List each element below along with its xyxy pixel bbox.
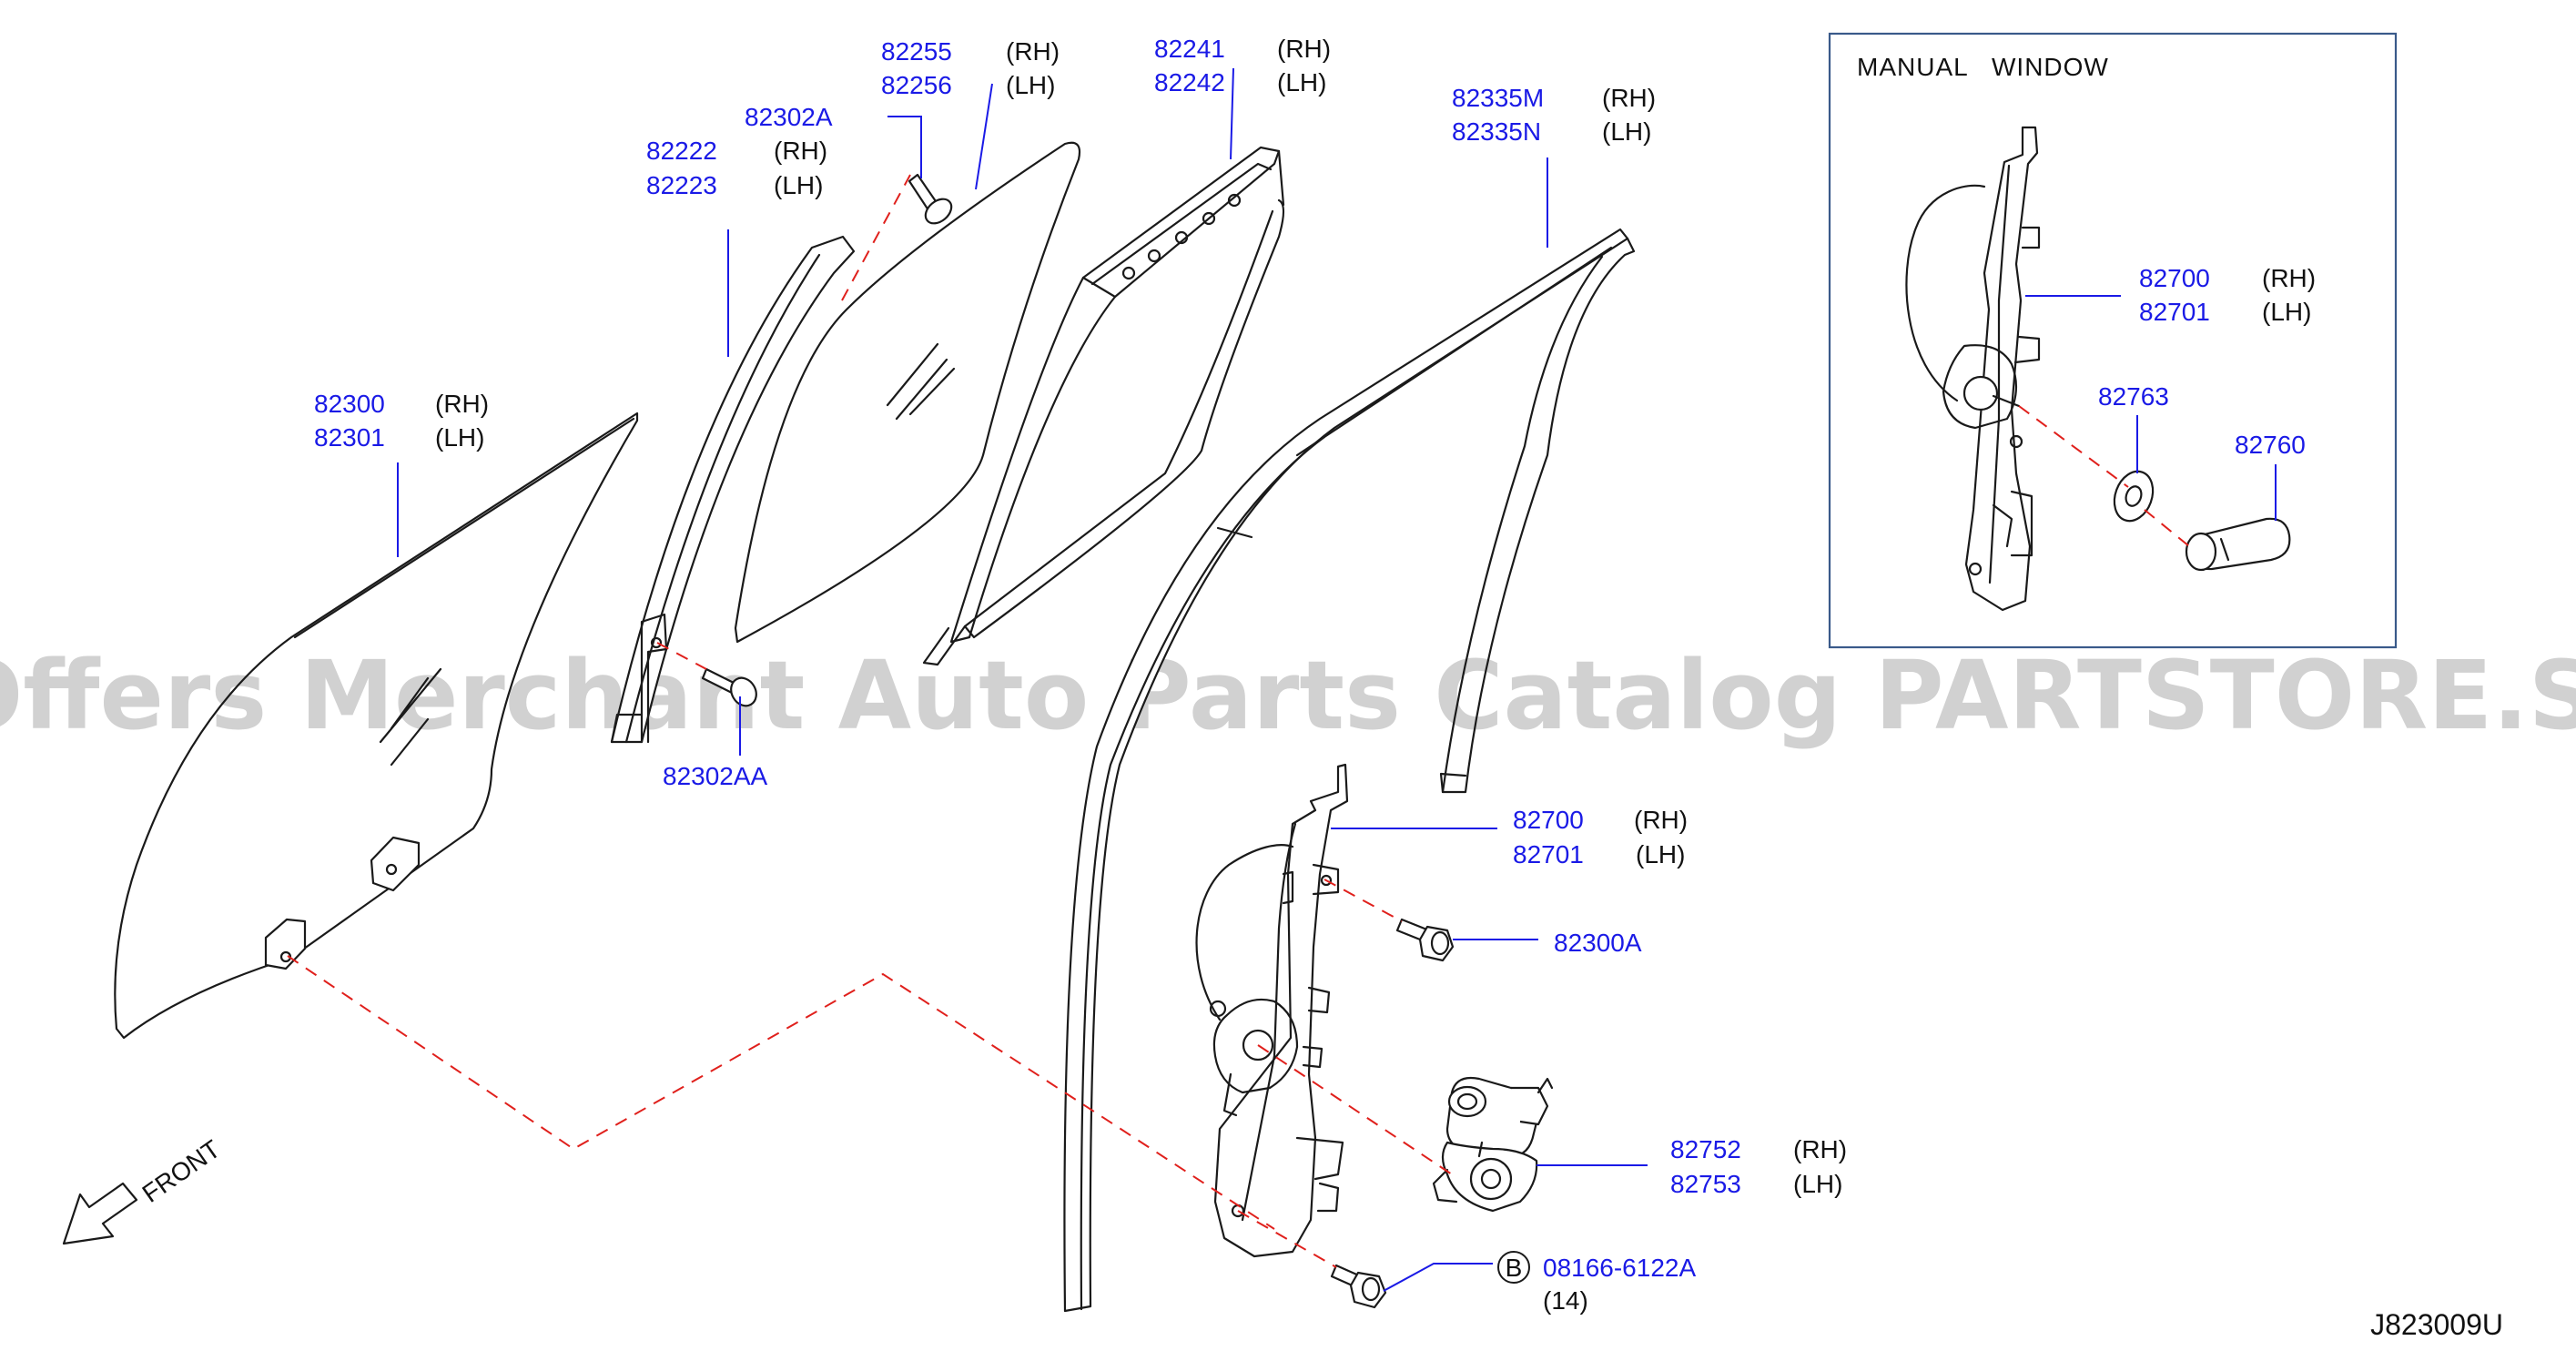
- side-lh-82223: (LH): [774, 171, 823, 199]
- part-82241[interactable]: 82241: [1154, 35, 1225, 63]
- side-rh-82335m: (RH): [1602, 84, 1656, 112]
- manual-window-inset: MANUAL WINDOW: [1828, 32, 2398, 649]
- side-rh-82300: (RH): [435, 390, 489, 418]
- part-82700[interactable]: 82700: [1513, 806, 1584, 834]
- quantity-14: (14): [1543, 1286, 1588, 1315]
- part-82255[interactable]: 82255: [881, 37, 952, 66]
- side-lh-82753: (LH): [1793, 1170, 1842, 1198]
- callout-b-symbol: B: [1506, 1254, 1523, 1282]
- inset-part-82700[interactable]: 82700: [2139, 264, 2210, 292]
- side-rh-82241: (RH): [1277, 35, 1331, 63]
- part-82701[interactable]: 82701: [1513, 840, 1584, 868]
- side-rh-82222: (RH): [774, 137, 827, 165]
- diagram-code: J823009U: [2370, 1308, 2503, 1341]
- regulator-drawing: [1195, 763, 1349, 1258]
- inset-part-82701[interactable]: 82701: [2139, 298, 2210, 326]
- inset-side-lh-82701: (LH): [2262, 298, 2311, 326]
- part-82256[interactable]: 82256: [881, 71, 952, 99]
- leader-lines: [397, 67, 1648, 1292]
- inset-side-rh-82700: (RH): [2262, 264, 2316, 292]
- side-rh-82752: (RH): [1793, 1135, 1847, 1163]
- part-82753[interactable]: 82753: [1670, 1170, 1741, 1198]
- dashed-connection-lines: [287, 174, 1453, 1268]
- side-lh-82335n: (LH): [1602, 117, 1651, 146]
- part-08166-6122a[interactable]: 08166-6122A: [1543, 1254, 1696, 1282]
- callout-b-circle: [1497, 1251, 1530, 1284]
- inset-washer-drawing: [2113, 470, 2155, 523]
- part-82335m[interactable]: 82335M: [1452, 84, 1544, 112]
- front-label: FRONT: [137, 1134, 226, 1208]
- inset-handle-drawing: [2185, 517, 2291, 572]
- part-82302a[interactable]: 82302A: [745, 103, 833, 131]
- inset-frame: [1828, 32, 2398, 649]
- side-lh-82701: (LH): [1636, 840, 1685, 868]
- motor-drawing: [1432, 1076, 1554, 1213]
- quarter-glass-drawing: [734, 141, 1081, 644]
- bolt-82302a-drawing: [908, 173, 953, 225]
- bolt-08166-drawing: [1330, 1264, 1387, 1309]
- bolt-82300a-drawing: [1395, 918, 1455, 962]
- bolt-82302aa-drawing: [701, 667, 757, 707]
- watermark-text: Offers Merchant Auto Parts Catalog PARTS…: [0, 640, 2576, 751]
- part-82222[interactable]: 82222: [646, 137, 717, 165]
- part-82223[interactable]: 82223: [646, 171, 717, 199]
- part-82335n[interactable]: 82335N: [1452, 117, 1541, 146]
- front-arrow-icon: [62, 1182, 138, 1245]
- part-82300[interactable]: 82300: [314, 390, 385, 418]
- front-sash-drawing: [610, 235, 856, 744]
- inset-part-82760[interactable]: 82760: [2235, 431, 2306, 459]
- rear-channel-drawing: [1063, 228, 1636, 1313]
- door-glass-drawing: [114, 411, 639, 1040]
- part-82301[interactable]: 82301: [314, 423, 385, 452]
- side-lh-82301: (LH): [435, 423, 484, 452]
- side-rh-82700: (RH): [1634, 806, 1688, 834]
- inset-title: MANUAL WINDOW: [1857, 53, 2109, 81]
- part-labels: 82255 (RH) 82256 (LH) 82241 (RH) 82242 (…: [314, 35, 2503, 1341]
- part-82752[interactable]: 82752: [1670, 1135, 1741, 1163]
- part-82302aa[interactable]: 82302AA: [663, 762, 768, 790]
- side-rh-82255: (RH): [1006, 37, 1060, 66]
- part-82300a[interactable]: 82300A: [1554, 929, 1642, 957]
- side-lh-82256: (LH): [1006, 71, 1055, 99]
- inset-part-82763[interactable]: 82763: [2098, 382, 2169, 411]
- quarter-sash-drawing: [922, 146, 1285, 666]
- side-lh-82242: (LH): [1277, 68, 1326, 96]
- inset-regulator-drawing: [1905, 126, 2041, 612]
- part-82242[interactable]: 82242: [1154, 68, 1225, 96]
